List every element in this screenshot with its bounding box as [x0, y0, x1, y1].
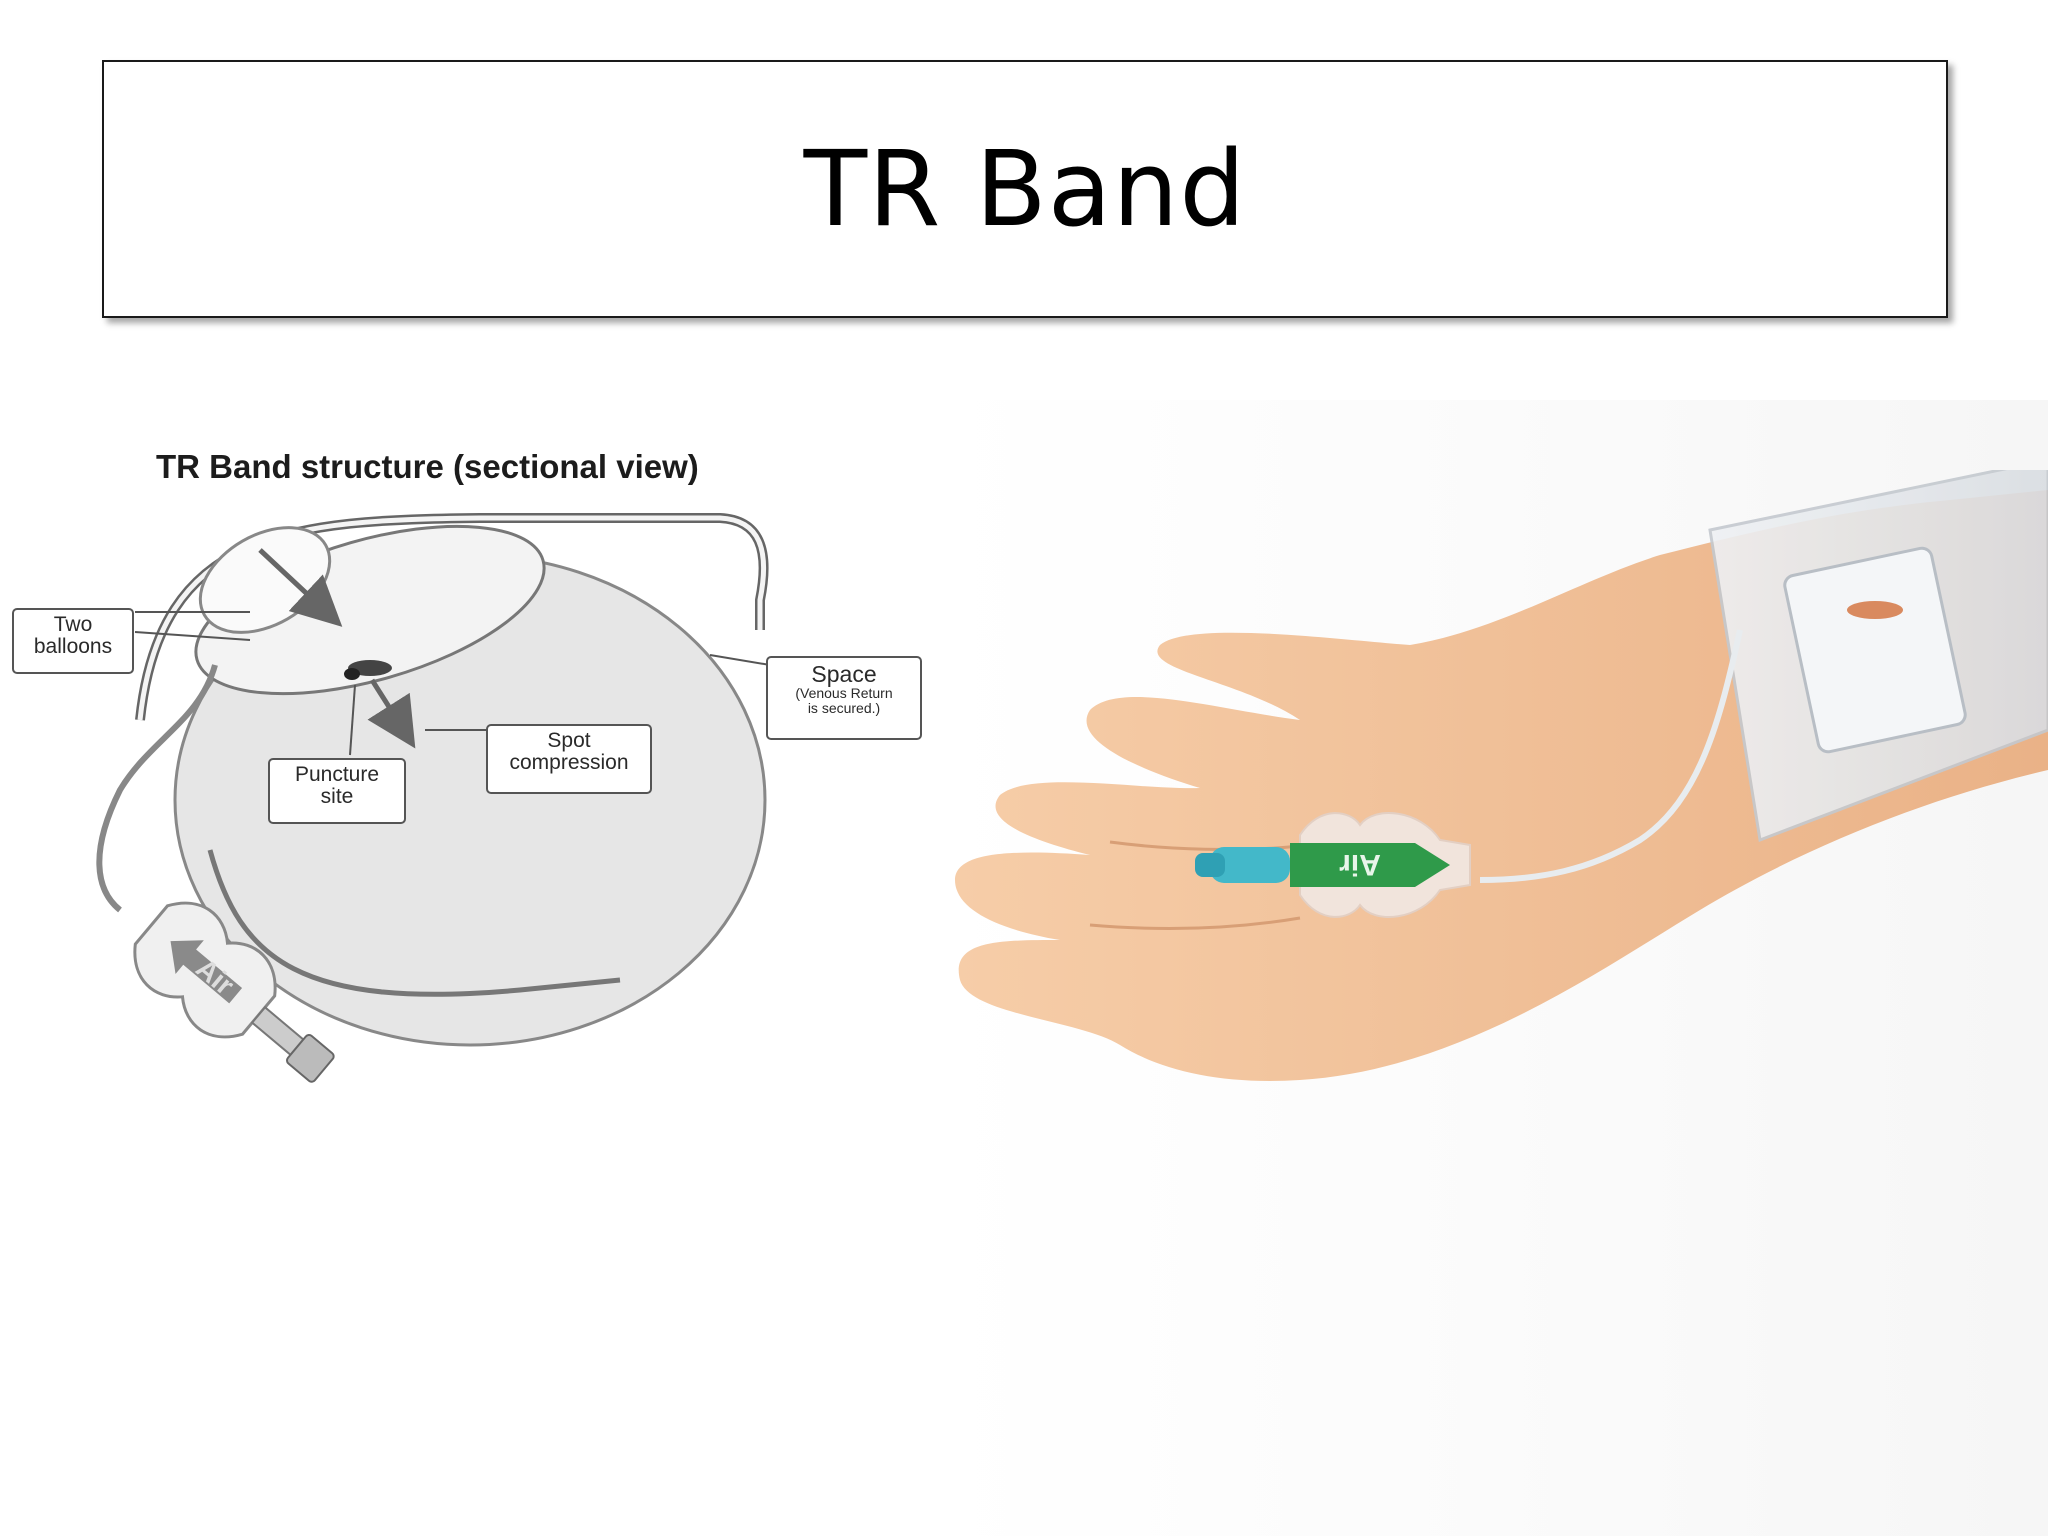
air-tube [96, 664, 218, 913]
air-valve: Air [133, 901, 335, 1083]
callout-space: Space (Venous Return is secured.) [766, 656, 922, 740]
tr-band-window [1783, 546, 1967, 754]
space-note: (Venous Return is secured.) [795, 685, 893, 716]
title-box: TR Band [102, 60, 1948, 318]
tr-band-balloon-marker [1847, 601, 1903, 619]
callout-puncture-site: Puncture site [268, 758, 406, 824]
tr-band-section-diagram: Air [96, 513, 771, 1083]
slide-title: TR Band [803, 128, 1247, 250]
hand-wrist-photo: Air [955, 470, 2048, 1081]
photo-air-valve: Air [1195, 812, 1471, 918]
photo-air-tube [1479, 629, 1743, 883]
space-label: Space [811, 661, 877, 687]
photo-air-text: Air [1339, 848, 1381, 881]
diagram-title: TR Band structure (sectional view) [156, 448, 699, 485]
band-bottom [207, 849, 621, 997]
balloon-outer [194, 524, 546, 696]
callout-spot-compression: Spot compression [486, 724, 652, 794]
callout-two-balloons: Two balloons [12, 608, 134, 674]
